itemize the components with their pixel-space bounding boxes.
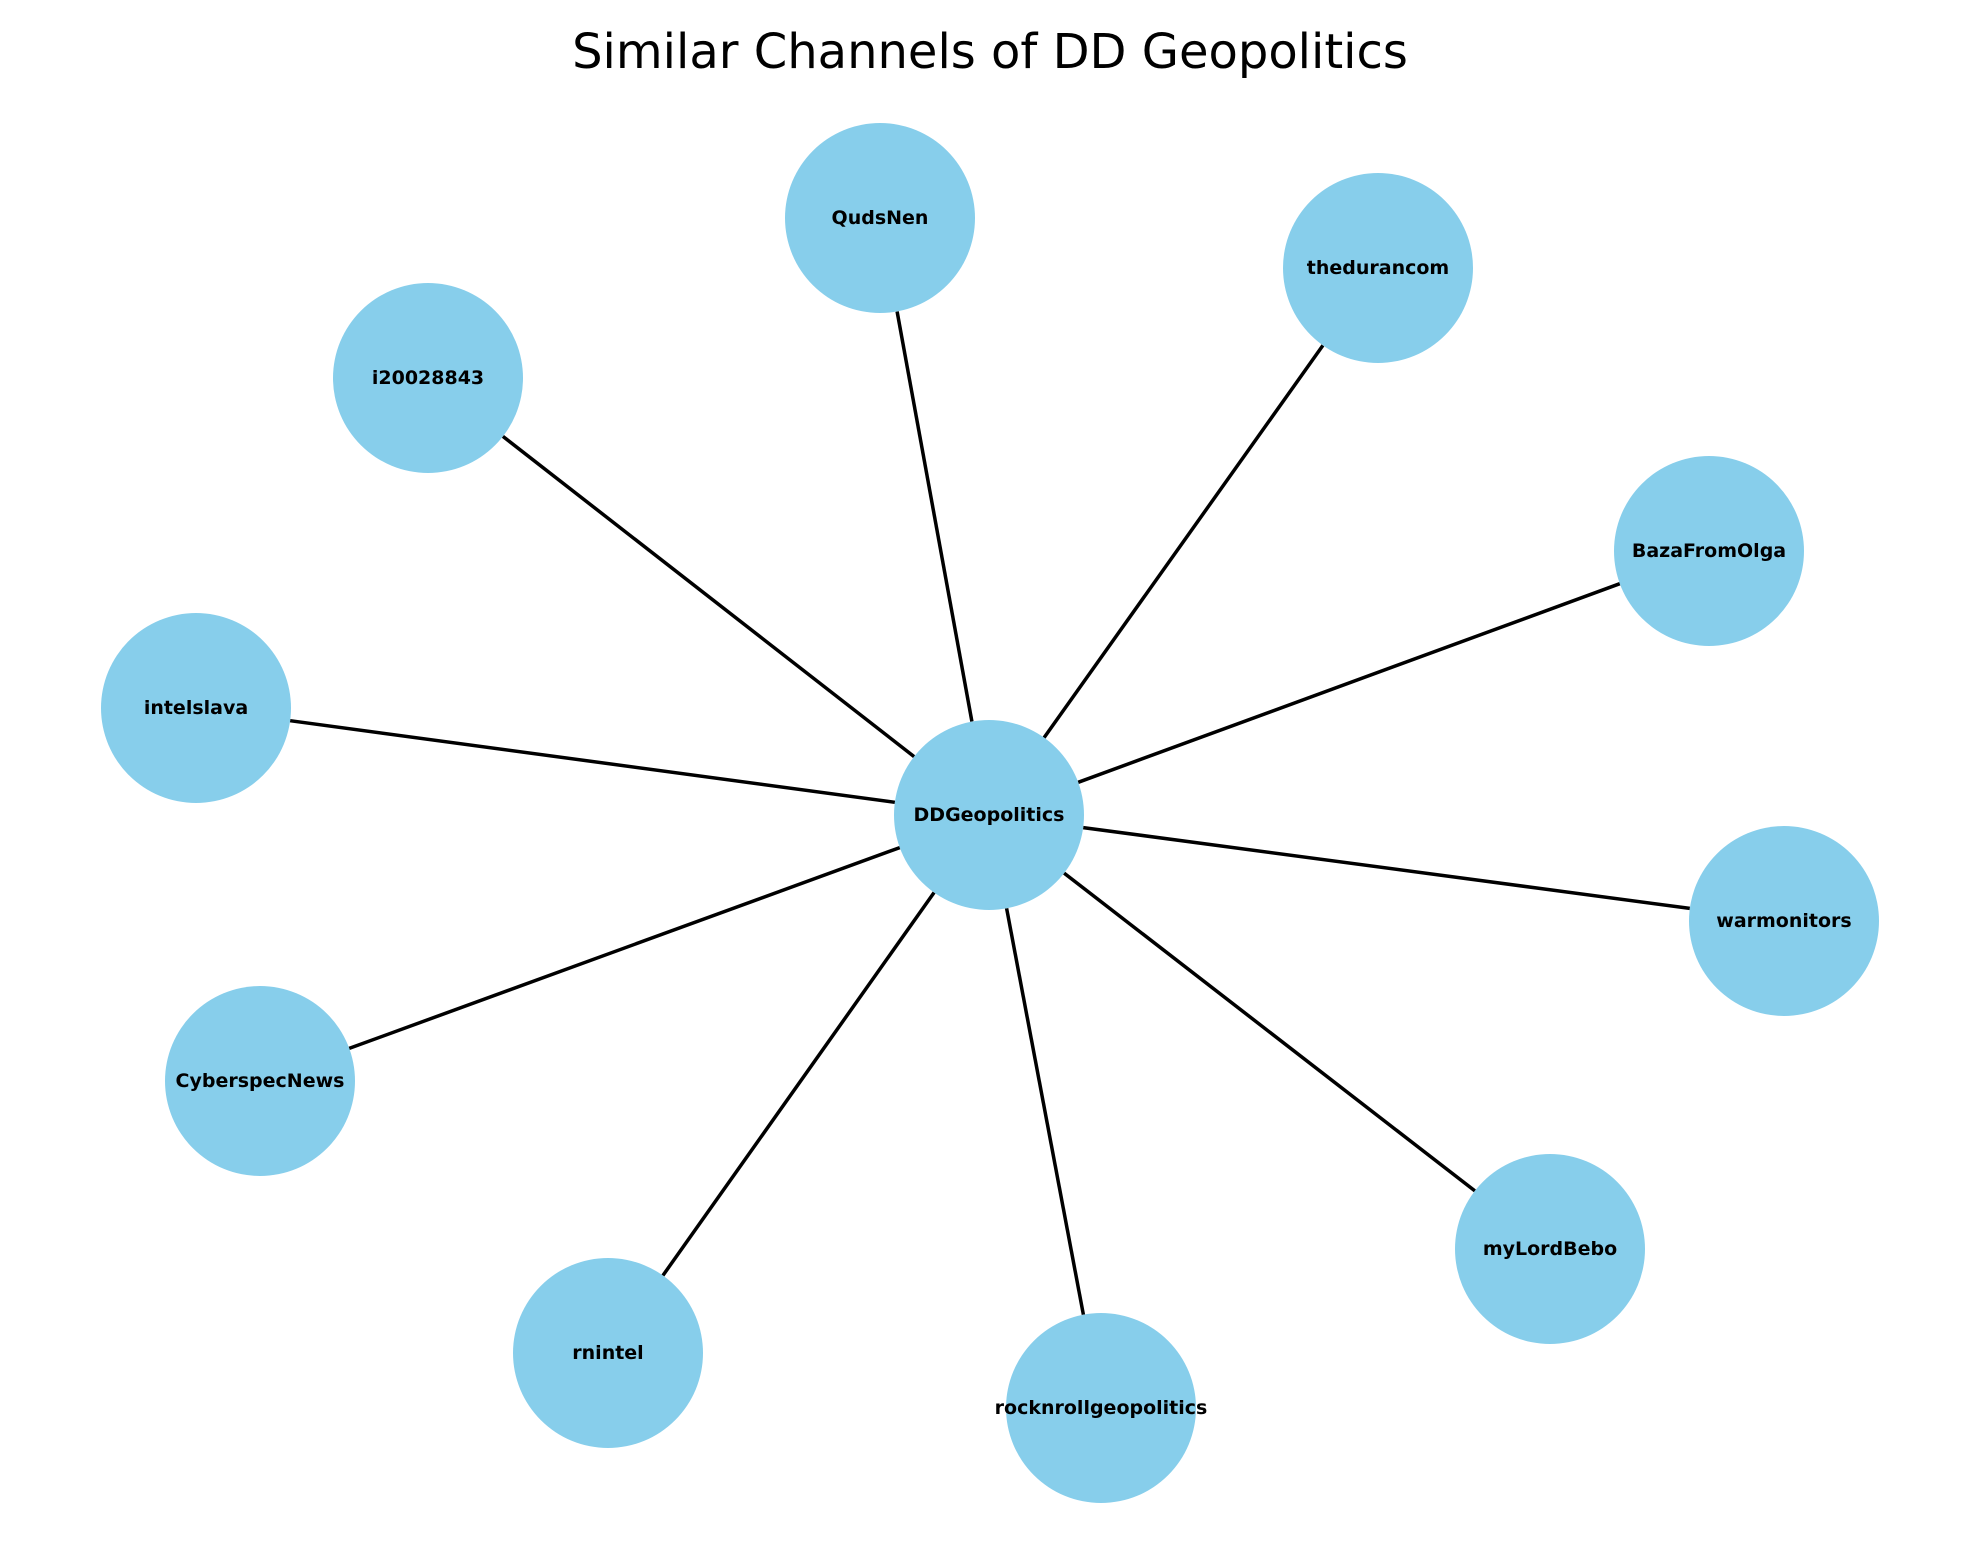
edge-ddgeopolitics-i20028843 <box>501 435 916 758</box>
node-label: QudsNen <box>832 207 929 229</box>
edge-ddgeopolitics-thedurancom <box>1042 344 1325 739</box>
diagram-title: Similar Channels of DD Geopolitics <box>572 24 1408 80</box>
node-circle <box>1614 456 1804 646</box>
nodes-layer: DDGeopolitics QudsNen thedurancomBazaFromO… <box>101 123 1879 1503</box>
node-rnintel: rnintel <box>513 1258 703 1448</box>
node-label: warmonitors <box>1716 910 1851 932</box>
node-warmonitors: warmonitors <box>1689 826 1879 1016</box>
node-circle <box>785 123 975 313</box>
node-intelslava: intelslava <box>101 613 291 803</box>
edges-layer <box>289 311 1691 1316</box>
node-label: BazaFromOlga <box>1632 540 1786 562</box>
node-circle <box>1283 173 1473 363</box>
node-label: i20028843 <box>372 367 484 389</box>
edge-ddgeopolitics-bazafromolga <box>1077 582 1621 784</box>
node-rocknrollgeopolitics: rocknrollgeopolitics <box>995 1313 1208 1503</box>
node-label: rnintel <box>572 1342 643 1364</box>
edge-ddgeopolitics-rnintel <box>661 891 936 1277</box>
edge-ddgeopolitics-cyberspecnews <box>348 845 901 1051</box>
node-circle <box>1006 1313 1196 1503</box>
node-i20028843: i20028843 <box>333 283 523 473</box>
node-label: rocknrollgeopolitics <box>995 1397 1208 1419</box>
node-ddgeopolitics: DDGeopolitics <box>894 720 1084 910</box>
node-bazafromolga: BazaFromOlga <box>1614 456 1804 646</box>
edge-ddgeopolitics-qudsnen <box>895 311 974 722</box>
edge-ddgeopolitics-mylordbebo <box>1063 871 1476 1193</box>
node-circle <box>165 986 355 1176</box>
node-circle <box>333 283 523 473</box>
node-circle <box>1689 826 1879 1016</box>
node-qudsnen: QudsNen <box>785 123 975 313</box>
node-label: DDGeopolitics <box>914 804 1065 826</box>
node-circle <box>1455 1154 1645 1344</box>
node-circle <box>101 613 291 803</box>
edge-ddgeopolitics-intelslava <box>289 718 896 805</box>
edge-ddgeopolitics-warmonitors <box>1082 825 1691 911</box>
node-label: myLordBebo <box>1483 1238 1617 1260</box>
node-circle <box>894 720 1084 910</box>
node-thedurancom: thedurancom <box>1283 173 1473 363</box>
node-cyberspecnews: CyberspecNews <box>165 986 355 1176</box>
edge-ddgeopolitics-rocknrollgeopolitics <box>1004 907 1086 1316</box>
node-label: CyberspecNews <box>176 1070 345 1092</box>
node-circle <box>513 1258 703 1448</box>
node-mylordbebo: myLordBebo <box>1455 1154 1645 1344</box>
node-label: intelslava <box>144 697 248 719</box>
node-label: thedurancom <box>1307 257 1449 279</box>
